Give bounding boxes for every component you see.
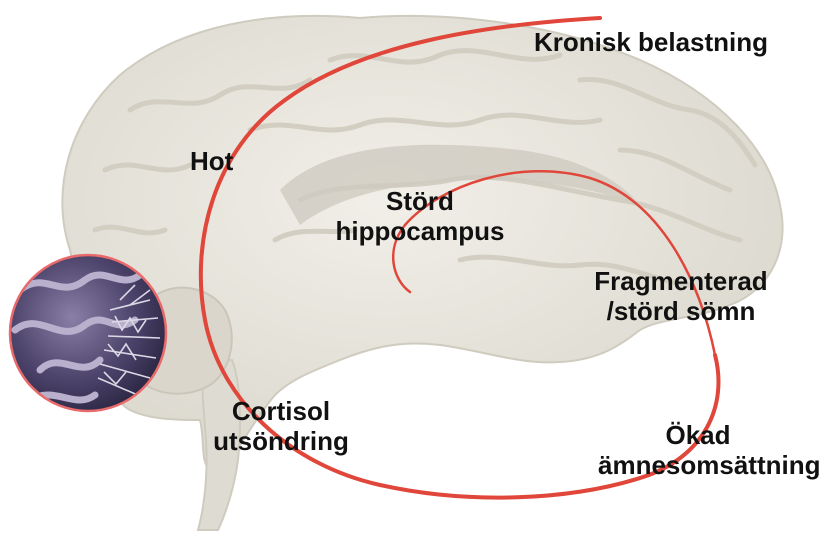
label-fragmenterad-somn: Fragmenterad /störd sömn	[570, 266, 792, 326]
label-line: Hot	[190, 146, 233, 176]
label-line: utsöndring	[196, 426, 366, 456]
label-line: Ökad	[598, 420, 798, 450]
label-line: Fragmenterad	[570, 266, 792, 296]
label-line: hippocampus	[316, 216, 524, 246]
hippocampus-magnifier	[10, 255, 166, 411]
label-line: Störd	[316, 186, 524, 216]
label-hot: Hot	[190, 146, 233, 176]
label-stord-hippocampus: Störd hippocampus	[316, 186, 524, 246]
label-cortisol-utsondring: Cortisol utsöndring	[196, 396, 366, 456]
label-line: Kronisk belastning	[534, 27, 768, 57]
label-line: Cortisol	[196, 396, 366, 426]
label-okad-amnesomsattning: Ökad ämnesomsättning	[598, 420, 798, 480]
label-line: ämnesomsättning	[598, 450, 798, 480]
label-line: /störd sömn	[570, 296, 792, 326]
label-kronisk-belastning: Kronisk belastning	[534, 27, 768, 57]
